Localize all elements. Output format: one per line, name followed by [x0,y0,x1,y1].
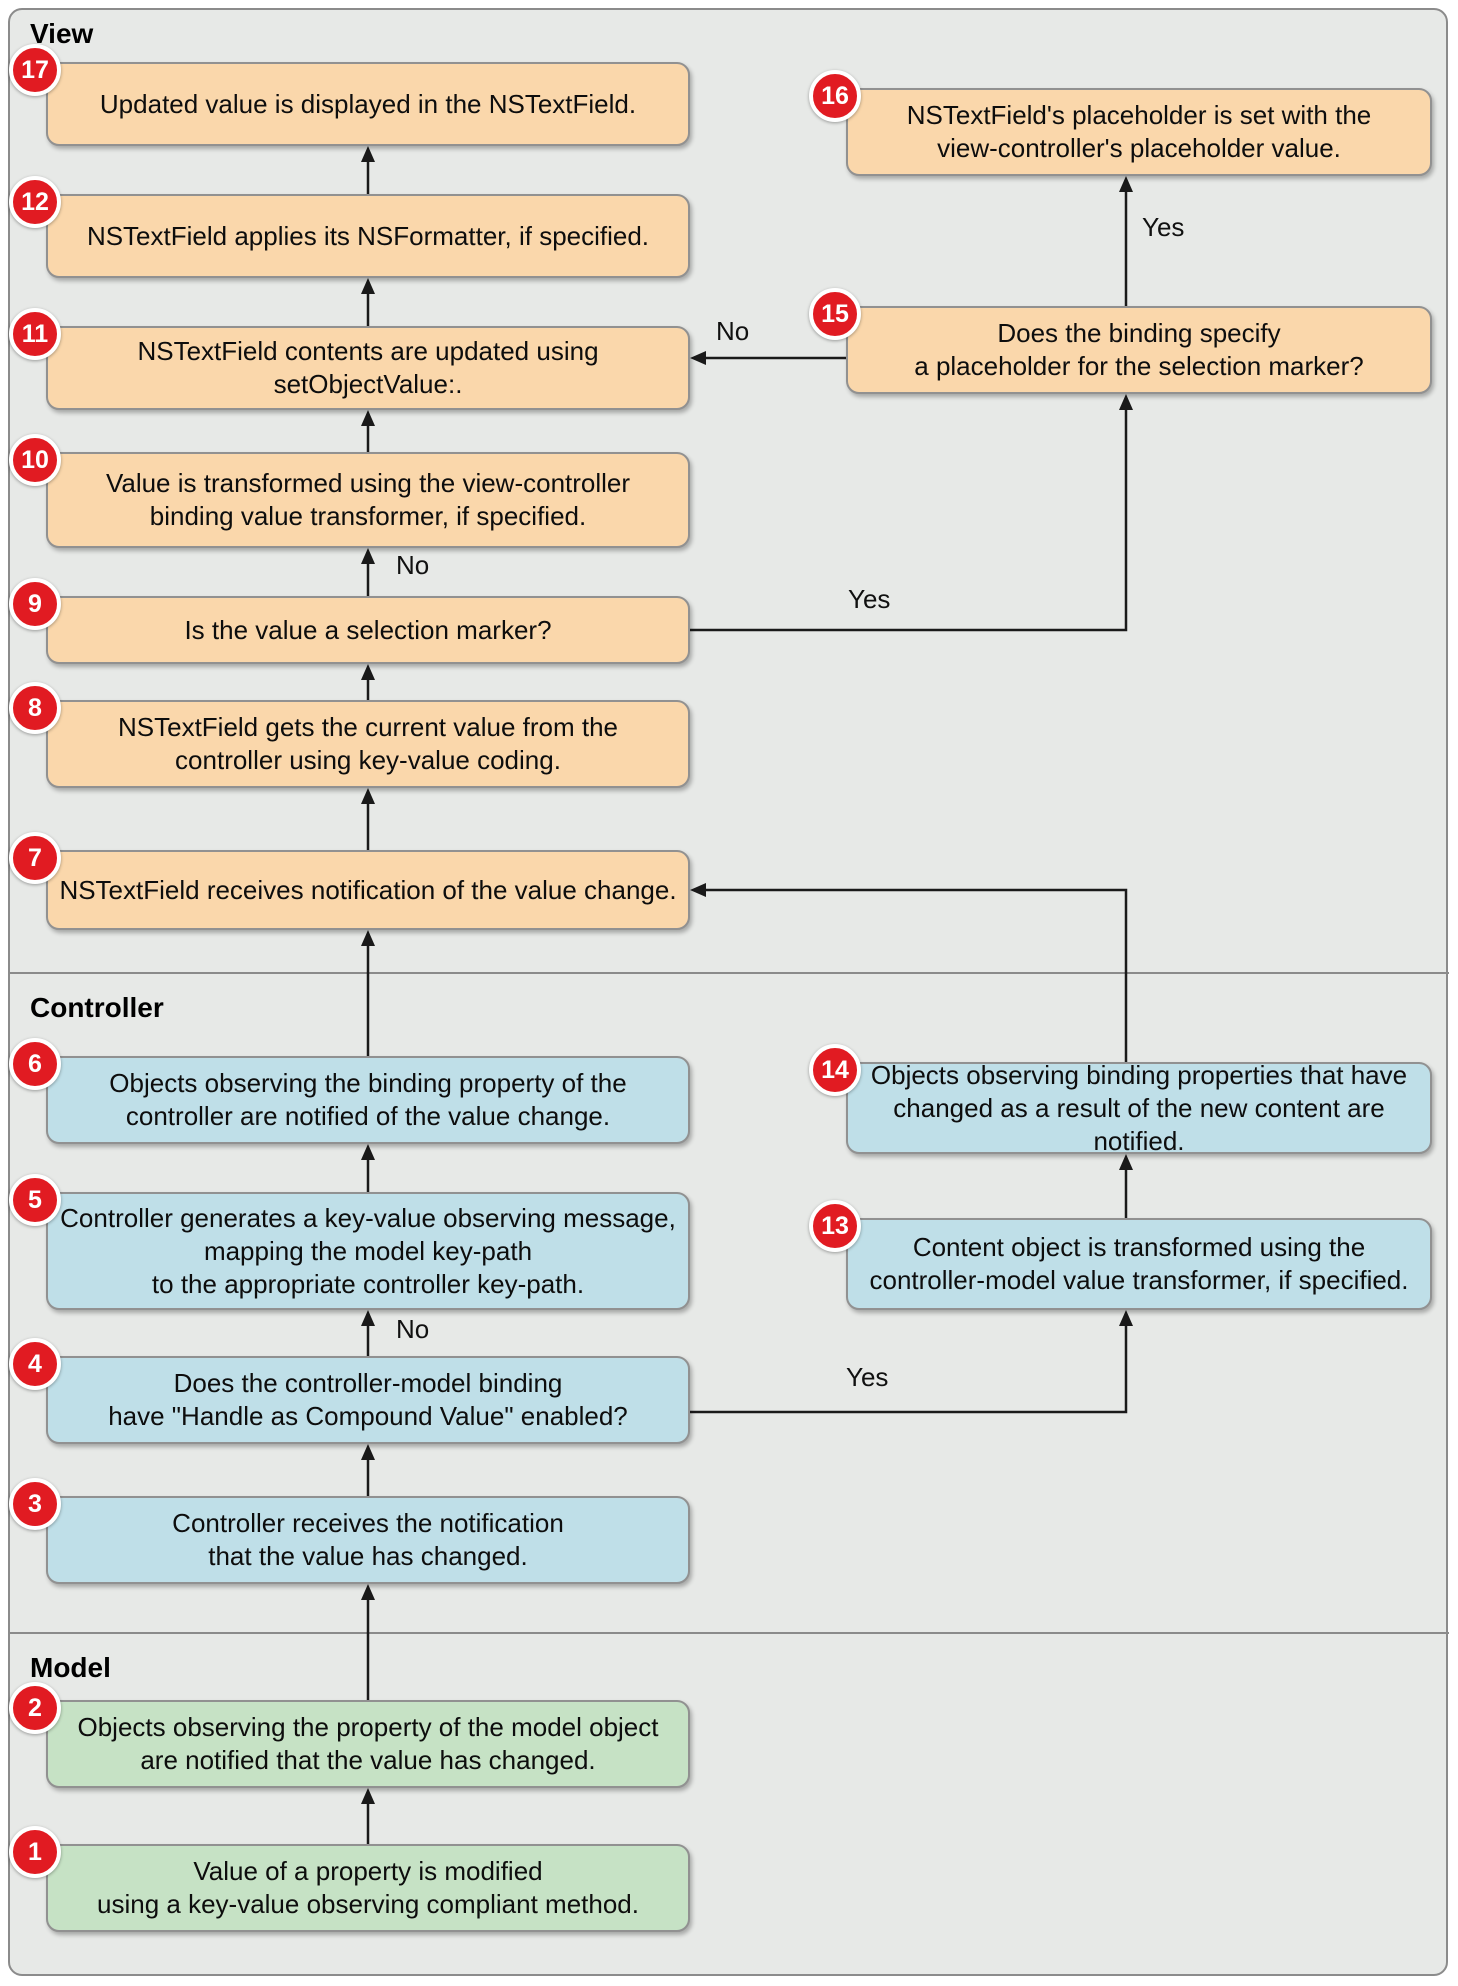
flow-node-7: 7 NSTextField receives notification of t… [9,832,690,930]
step-badge-3: 3 [9,1478,61,1530]
flow-node-11: 11 NSTextField contents are updated usin… [9,308,690,410]
flow-node-12-text: NSTextField applies its NSFormatter, if … [86,220,650,251]
flow-node-10: 10 Value is transformed using the view-c… [9,434,690,548]
flow-node-5-text: Controller generates a key-value observi… [60,1202,676,1299]
flow-node-8-text: NSTextField gets the current value from … [117,712,618,775]
step-badge-11: 11 [9,308,61,360]
edge-label-no-9-10: No [396,550,430,580]
step-badge-4: 4 [9,1338,61,1390]
step-badge-8: 8 [9,682,61,734]
step-badge-14: 14 [809,1044,861,1096]
flow-node-1: 1 Value of a property is modified using … [9,1826,690,1932]
step-badge-16: 16 [809,70,861,122]
flow-node-15-text: Does the binding specify a placeholder f… [914,318,1364,381]
flow-node-4-text: Does the controller-model binding have "… [108,1368,628,1431]
flow-node-5: 5 Controller generates a key-value obser… [9,1174,690,1310]
flow-node-9-text: Is the value a selection marker? [184,614,552,645]
step-badge-7: 7 [9,832,61,884]
flow-node-15: 15 Does the binding specify a placeholde… [809,288,1432,394]
step-badge-10: 10 [9,434,61,486]
flow-node-9: 9 Is the value a selection marker? [9,578,690,664]
section-label-controller: Controller [30,992,164,1023]
flow-node-6: 6 Objects observing the binding property… [9,1038,690,1144]
flow-node-16: 16 NSTextField's placeholder is set with… [809,70,1432,176]
flow-node-8: 8 NSTextField gets the current value fro… [9,682,690,788]
flow-node-6-text: Objects observing the binding property o… [109,1068,627,1131]
flow-node-3-text: Controller receives the notification tha… [172,1508,564,1571]
flow-node-13: 13 Content object is transformed using t… [809,1200,1432,1310]
flow-node-16-text: NSTextField's placeholder is set with th… [906,100,1372,163]
flow-node-7-text: NSTextField receives notification of the… [59,874,677,905]
flow-node-14-text: Objects observing binding properties tha… [870,1059,1408,1156]
edge-label-yes-4-13: Yes [846,1362,889,1392]
step-badge-9: 9 [9,578,61,630]
section-divider-controller-model [9,1632,1449,1634]
step-badge-2: 2 [9,1682,61,1734]
flow-node-3: 3 Controller receives the notification t… [9,1478,690,1584]
flow-node-2: 2 Objects observing the property of the … [9,1682,690,1788]
flow-node-17: 17 Updated value is displayed in the NST… [9,44,690,146]
section-label-model: Model [30,1652,111,1683]
edge-label-yes-15-16: Yes [1142,212,1185,242]
diagram-frame [8,8,1448,1976]
flow-node-4: 4 Does the controller-model binding have… [9,1338,690,1444]
flow-node-12: 12 NSTextField applies its NSFormatter, … [9,176,690,278]
step-badge-15: 15 [809,288,861,340]
edge-label-no-15-11: No [716,316,750,346]
flow-node-1-text: Value of a property is modified using a … [97,1856,639,1919]
step-badge-17: 17 [9,44,61,96]
step-badge-1: 1 [9,1826,61,1878]
section-label-view: View [30,18,94,49]
flow-node-13-text: Content object is transformed using the … [869,1232,1409,1295]
edge-label-yes-9-15: Yes [848,584,891,614]
step-badge-12: 12 [9,176,61,228]
flow-node-10-text: Value is transformed using the view-cont… [105,468,631,531]
flow-node-14: 14 Objects observing binding properties … [809,1044,1432,1156]
flow-node-11-text: NSTextField contents are updated using s… [137,336,599,399]
section-divider-view-controller [9,972,1449,974]
flow-node-2-text: Objects observing the property of the mo… [77,1712,659,1775]
flow-node-17-text: Updated value is displayed in the NSText… [99,88,637,119]
step-badge-5: 5 [9,1174,61,1226]
edge-label-no-4-5: No [396,1314,430,1344]
step-badge-6: 6 [9,1038,61,1090]
step-badge-13: 13 [809,1200,861,1252]
